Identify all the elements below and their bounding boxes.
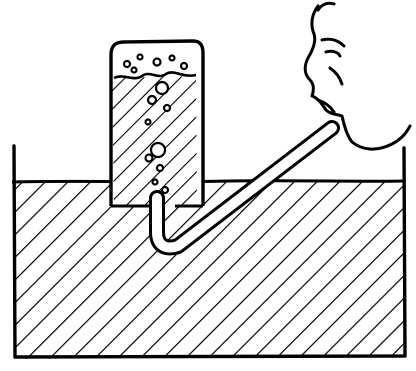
water [10, 178, 410, 363]
